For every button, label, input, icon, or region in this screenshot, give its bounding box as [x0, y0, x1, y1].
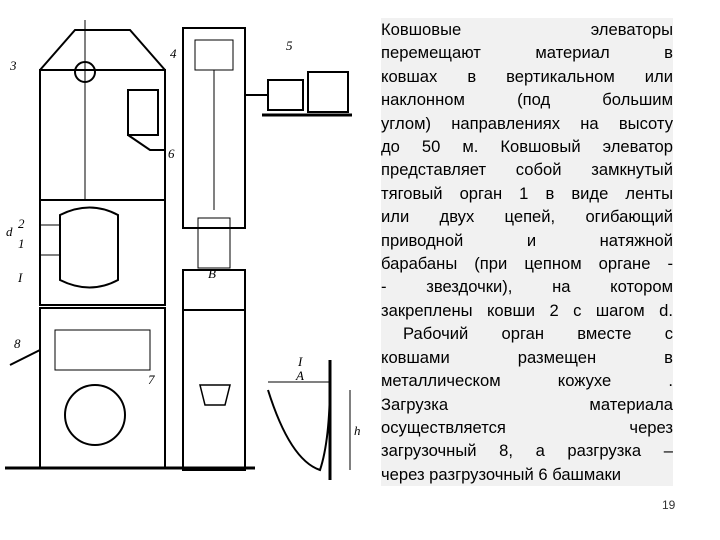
text-line: или двух цепей, огибающий: [381, 207, 673, 227]
text-line: Рабочий орган вместе с: [403, 324, 673, 344]
text-line: ковшами размещен в: [381, 347, 673, 367]
head-roof: [39, 29, 166, 71]
text-line: загрузочный 8, а разгрузка –: [381, 441, 673, 461]
text-line: углом) направлениях на высоту: [381, 113, 673, 133]
text-line: приводной и натяжной: [381, 230, 673, 250]
bucket-belt: [59, 206, 119, 289]
text-line: до 50 м. Ковшовый элеватор: [381, 137, 673, 157]
text-line: Загрузка материала: [381, 394, 673, 414]
take-up-pulley: [64, 384, 126, 446]
label-d: d: [6, 224, 13, 239]
label-3: 3: [9, 58, 17, 73]
text-line: металлическом кожухе .: [381, 371, 673, 391]
label-8: 8: [14, 336, 21, 351]
text-line: закреплены ковши 2 с шагом d.: [381, 300, 673, 320]
text-line: ковшах в вертикальном или: [381, 66, 673, 86]
center-upper-casing: [182, 27, 246, 229]
motor: [307, 71, 349, 113]
text-line: тяговый орган 1 в виде ленты: [381, 183, 673, 203]
text-line: перемещают материал в: [381, 43, 673, 63]
page-number: 19: [662, 498, 676, 512]
label-B: B: [208, 266, 216, 281]
label-1: 1: [18, 236, 25, 251]
elevator-schematic: 3 4 5 6 2 1 d I B 8 7 I A h: [5, 20, 361, 480]
text-line: Ковшовые элеваторы: [381, 20, 673, 39]
text-line: наклонном (под большим: [381, 90, 673, 110]
text-line: барабаны (при цепном органе -: [381, 254, 673, 274]
text-line: представляет собой замкнутый: [381, 160, 673, 180]
label-7: 7: [148, 372, 155, 387]
discharge-box: [127, 89, 159, 136]
label-4: 4: [170, 46, 177, 61]
bucket-detail: [267, 379, 331, 472]
text-line: - звездочки), на котором: [381, 277, 673, 297]
label-h: h: [354, 423, 361, 438]
label-A: A: [295, 368, 304, 383]
text-line: через разгрузочный 6 башмаки: [381, 464, 622, 484]
label-I-left: I: [17, 270, 23, 285]
label-2: 2: [18, 216, 25, 231]
description-text: Ковшовые элеваторы перемещают материал в…: [381, 18, 673, 487]
mid-casing: [39, 199, 166, 306]
gearbox: [267, 79, 304, 111]
label-6: 6: [168, 146, 175, 161]
text-line: осуществляется через: [381, 417, 673, 437]
label-5: 5: [286, 38, 293, 53]
center-boot: [182, 309, 246, 471]
loading-chute: [9, 348, 41, 370]
elevator-drawing: 3 4 5 6 2 1 d I B 8 7 I A h: [0, 10, 372, 490]
label-I-detail: I: [297, 354, 303, 369]
